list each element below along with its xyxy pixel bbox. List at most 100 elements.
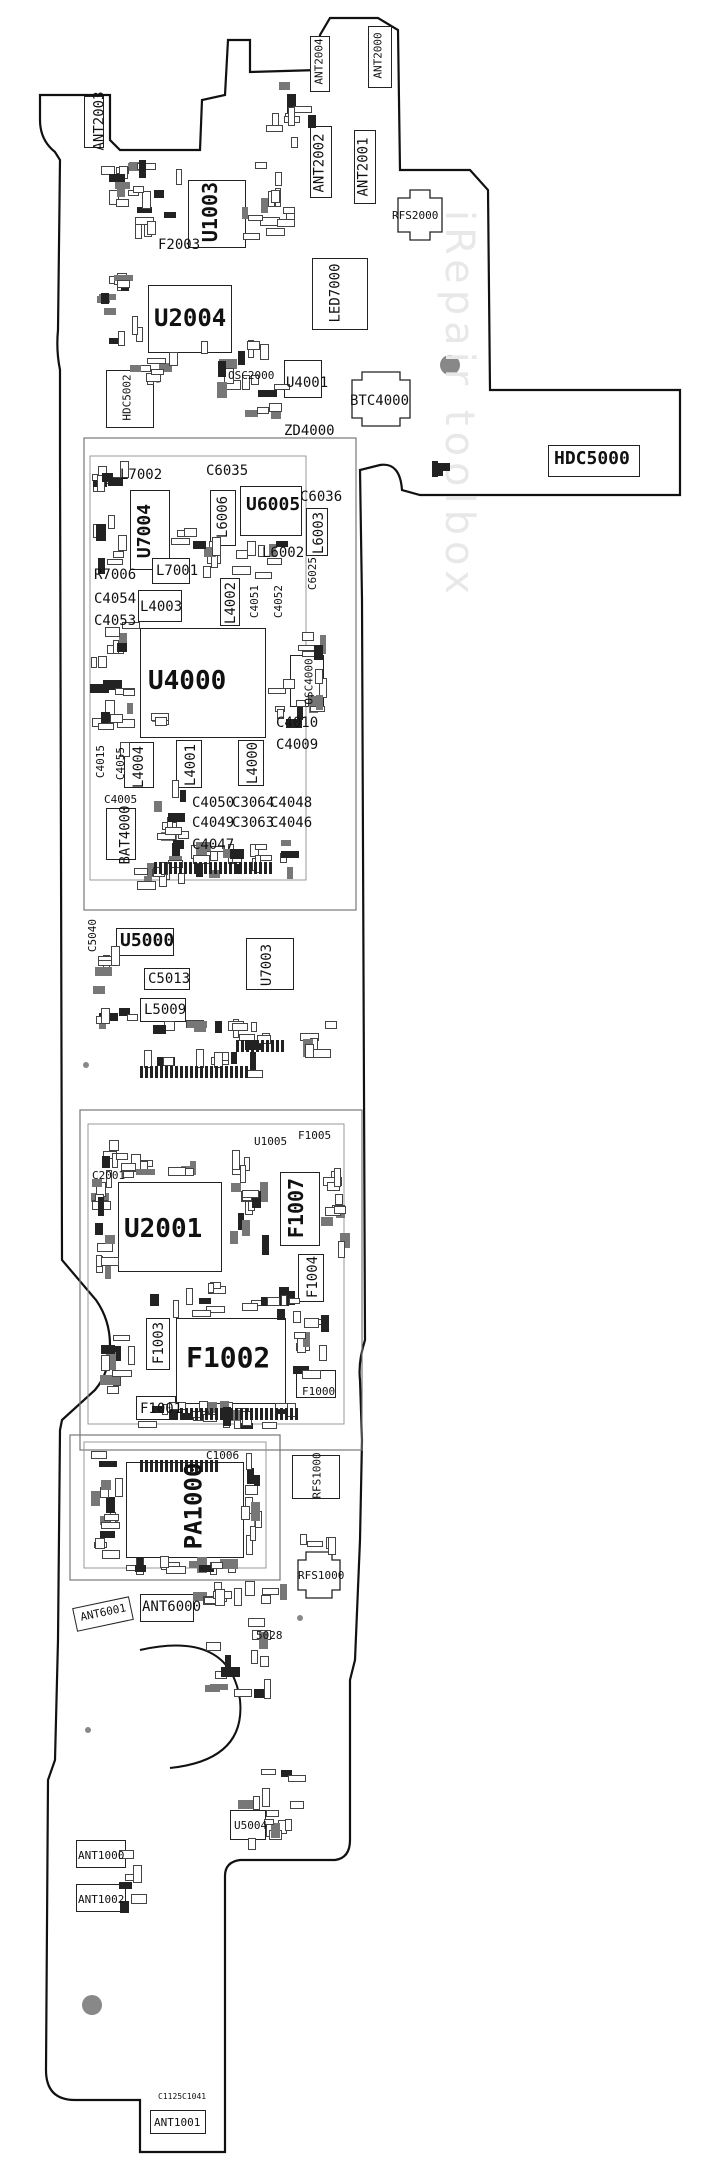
smd-part — [232, 1023, 249, 1032]
smd-part — [222, 849, 238, 859]
u7003-chip — [246, 938, 294, 990]
smd-part — [248, 215, 264, 222]
smd-array-pin — [230, 1066, 233, 1078]
label-l7002: L7002 — [120, 467, 163, 483]
shield-frame-inner-mid — [87, 1123, 345, 1425]
smd-array-pin — [169, 862, 172, 874]
label-f1001: F1001 — [140, 1401, 183, 1417]
label-c4015: C4015 — [94, 744, 108, 779]
smd-part — [97, 655, 108, 668]
smd-part — [90, 1491, 100, 1506]
smd-part — [113, 551, 125, 558]
label-ant1002: ANT1002 — [78, 1893, 125, 1906]
smd-part — [91, 1450, 108, 1459]
smd-part — [436, 464, 444, 476]
smd-part — [302, 1370, 322, 1379]
smd-part — [269, 403, 283, 413]
smd-part — [241, 206, 248, 219]
smd-part — [116, 642, 127, 653]
smd-array-pin — [189, 862, 192, 874]
smd-part — [168, 855, 183, 864]
smd-part — [153, 801, 163, 813]
smd-array-pin — [271, 1040, 274, 1052]
label-l4004: L4004 — [131, 745, 148, 789]
smd-array-pin — [160, 1460, 163, 1472]
smd-part — [134, 223, 143, 240]
btc4000-outline — [351, 371, 411, 427]
smd-array-pin — [150, 1460, 153, 1472]
smd-part — [291, 136, 299, 148]
smd-part — [203, 547, 216, 557]
smd-array-pin — [251, 1040, 254, 1052]
smd-part — [242, 1219, 251, 1236]
label-c4053: C4053 — [94, 613, 137, 629]
smd-part — [210, 1561, 223, 1569]
smd-part — [209, 1683, 228, 1690]
label-c6036: C6036 — [300, 489, 343, 505]
smd-array-pin — [140, 1460, 143, 1472]
smd-part — [315, 694, 323, 710]
smd-part — [160, 1556, 170, 1569]
smd-part — [261, 198, 269, 214]
label-f1005: F1005 — [298, 1129, 332, 1142]
smd-part — [97, 558, 105, 575]
label-l4002: L4002 — [223, 581, 240, 625]
label-l6006: L6006 — [215, 495, 232, 539]
smd-part — [273, 383, 290, 391]
smd-array-pin — [190, 1066, 193, 1078]
smd-part — [337, 1240, 346, 1258]
smd-part — [246, 1467, 255, 1484]
smd-part — [250, 374, 259, 385]
smd-part — [287, 94, 297, 113]
smd-part — [237, 1212, 245, 1231]
smd-array-pin — [230, 1408, 233, 1420]
label-rfs2000: RFS2000 — [392, 209, 439, 222]
smd-part — [108, 477, 124, 487]
smd-part — [132, 316, 139, 335]
smd-array-pin — [245, 1066, 248, 1078]
label-c4009: C4009 — [276, 737, 319, 753]
label-c3063: C3063 — [232, 815, 275, 831]
label-osc2000: OSC2000 — [228, 369, 275, 382]
smd-part — [100, 712, 110, 726]
c5013-box — [144, 968, 190, 990]
smd-array-pin — [185, 1066, 188, 1078]
smd-array-pin — [244, 862, 247, 874]
smd-part — [320, 635, 327, 654]
smd-array-pin — [255, 1408, 258, 1420]
smd-part — [312, 1049, 332, 1059]
smd-part — [321, 1216, 333, 1226]
smd-part — [189, 1560, 207, 1569]
smd-array-pin — [159, 862, 162, 874]
smd-part — [102, 1549, 121, 1559]
smd-part — [262, 1421, 278, 1430]
smd-part — [102, 679, 122, 690]
smd-part — [245, 1485, 258, 1495]
smd-part — [136, 880, 157, 890]
label-f1003: F1003 — [151, 1321, 168, 1365]
smd-array-pin — [281, 1040, 284, 1052]
smd-part — [159, 363, 172, 373]
smd-part — [95, 1223, 104, 1236]
label-c4047: C4047 — [192, 837, 235, 853]
smd-part — [277, 708, 285, 719]
u6005-chip — [240, 486, 302, 536]
smd-part — [262, 1588, 279, 1596]
smd-part — [111, 1152, 118, 1168]
label-c4055: C4055 — [114, 746, 128, 781]
smd-part — [208, 1402, 217, 1414]
smd-array-pin — [150, 1066, 153, 1078]
smd-part — [112, 1370, 132, 1378]
smd-part — [234, 863, 242, 874]
smd-part — [192, 1310, 211, 1317]
pa1000-chip — [126, 1462, 244, 1558]
smd-part — [91, 1178, 103, 1187]
smd-part — [265, 227, 285, 237]
smd-part — [105, 1352, 116, 1370]
f1003-box — [146, 1318, 170, 1370]
label-ant2003: ANT2003 — [91, 91, 108, 151]
smd-part — [131, 1893, 147, 1904]
label-c4046: C4046 — [270, 815, 313, 831]
smd-part — [267, 558, 283, 565]
